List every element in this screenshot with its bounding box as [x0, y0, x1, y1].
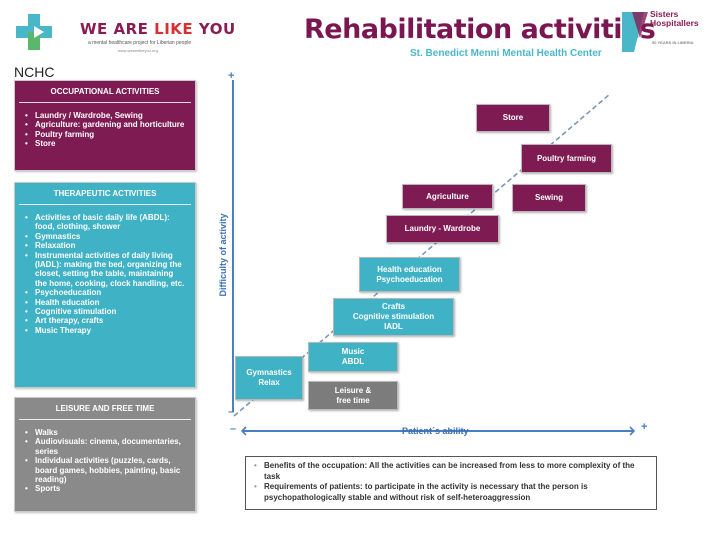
notes-box: Benefits of the occupation: All the acti… [245, 456, 657, 510]
note-benefits: Benefits of the occupation: All the acti… [254, 461, 648, 482]
list-item: Activities of basic daily life (ABDL): f… [23, 213, 187, 232]
panel-title: OCCUPATIONAL ACTIVITIES [19, 81, 191, 103]
brand-tagline: a mental healthcare project for Liberian… [88, 40, 192, 46]
occupational-activities-panel: OCCUPATIONAL ACTIVITIES Laundry / Wardro… [14, 80, 196, 171]
x-axis-arrow-icon [624, 426, 636, 436]
list-item: Store [23, 139, 187, 149]
leisure-panel: LEISURE AND FREE TIME Walks Audiovisuals… [14, 397, 196, 512]
step-sewing: Sewing [512, 184, 586, 212]
x-axis-minus: – [230, 423, 237, 435]
list-item: Cognitive stimulation [23, 307, 187, 317]
y-axis-label: Difficulty of activity [218, 213, 228, 297]
list-item: Sports [23, 484, 187, 494]
x-axis-plus: + [641, 421, 648, 433]
list-item: Art therapy, crafts [23, 316, 187, 326]
list-item: Relaxation [23, 241, 187, 251]
page-title: Rehabilitation activities [304, 14, 656, 45]
y-axis-plus: + [228, 70, 235, 82]
step-agriculture: Agriculture [402, 184, 493, 209]
occupational-list: Laundry / Wardrobe, Sewing Agriculture: … [15, 103, 195, 155]
nchc-cross-logo-icon [16, 14, 52, 50]
page-subtitle: St. Benedict Menni Mental Health Center [410, 48, 602, 59]
panel-title: THERAPEUTIC ACTIVITIES [19, 183, 191, 205]
list-item: Poultry farming [23, 130, 187, 140]
x-axis [243, 430, 633, 432]
step-poultry-farming: Poultry farming [521, 144, 612, 173]
brand-url: www.wearelikeyou.org [118, 48, 158, 53]
sisters-hospitallers-logo-icon [622, 12, 648, 52]
org-short-name: NCHC [14, 64, 55, 80]
list-item: Audiovisuals: cinema, documentaries, ser… [23, 437, 187, 456]
x-axis-arrow-left-icon [240, 426, 252, 436]
step-store: Store [476, 104, 550, 132]
leisure-list: Walks Audiovisuals: cinema, documentarie… [15, 420, 195, 500]
therapeutic-activities-panel: THERAPEUTIC ACTIVITIES Activities of bas… [14, 182, 196, 388]
list-item: Instrumental activities of daily living … [23, 251, 187, 289]
list-item: Health education [23, 298, 187, 308]
note-requirements: Requirements of patients: to participate… [254, 482, 648, 503]
list-item: Gymnastics [23, 232, 187, 242]
panel-title: LEISURE AND FREE TIME [19, 398, 191, 420]
list-item: Psychoeducation [23, 288, 187, 298]
y-axis [232, 80, 234, 412]
step-laundry-wardrobe: Laundry - Wardrobe [386, 215, 499, 243]
step-leisure: Leisure &free time [308, 381, 398, 410]
partner-years: 50 YEARS IN LIBERIA [652, 40, 694, 45]
therapeutic-list: Activities of basic daily life (ABDL): f… [15, 205, 195, 341]
x-axis-label: Patient´s ability [402, 426, 469, 436]
brand-logo-text: WE ARE LIKE YOU [80, 20, 236, 38]
list-item: Walks [23, 428, 187, 438]
y-axis-minus: – [228, 406, 235, 418]
list-item: Laundry / Wardrobe, Sewing [23, 111, 187, 121]
list-item: Individual activities (puzzles, cards, b… [23, 456, 187, 484]
list-item: Music Therapy [23, 326, 187, 336]
list-item: Agriculture: gardening and horticulture [23, 120, 187, 130]
